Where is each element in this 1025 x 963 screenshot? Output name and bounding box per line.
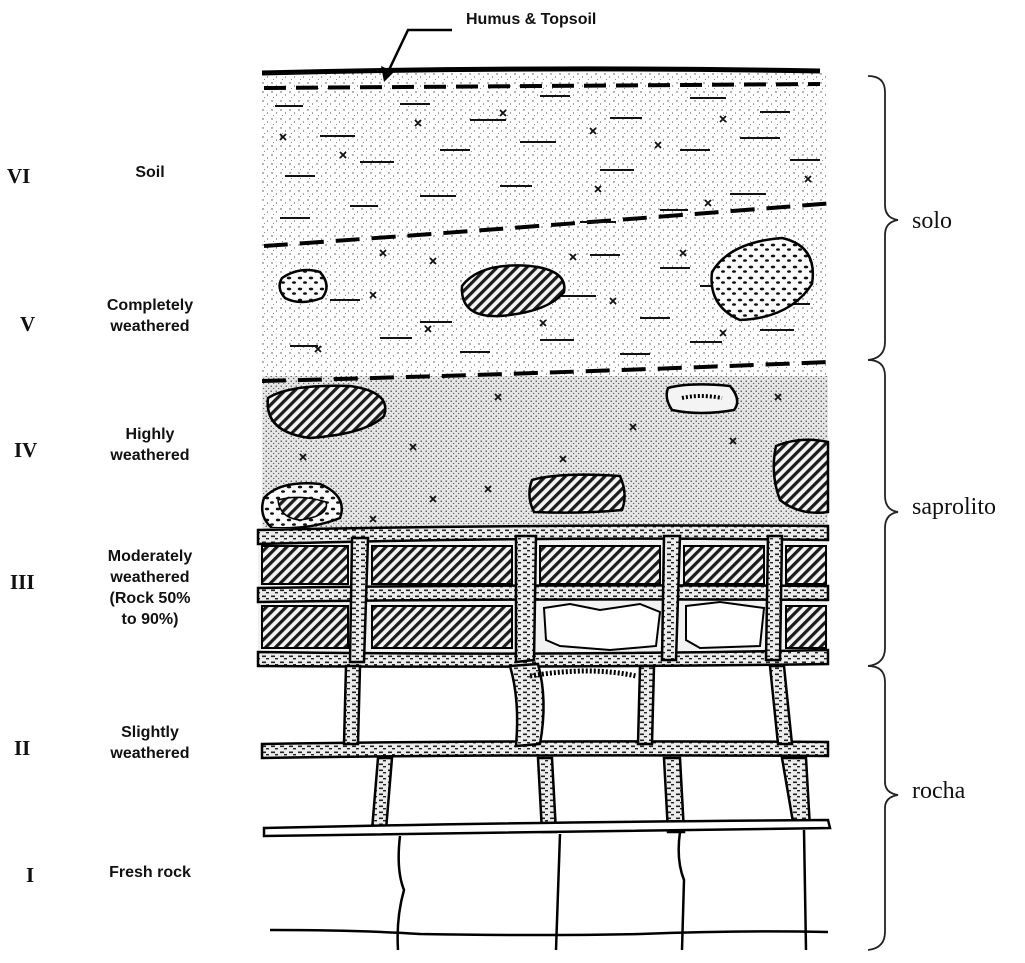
brace-solo [868,76,898,360]
fresh-rock-fractures [270,830,828,950]
grade-roman-v: V [20,312,35,337]
grade-desc-vi: Soil [100,162,200,183]
grade-desc-ii: Slightly weathered [80,722,220,764]
grade-roman-vi: VI [7,164,30,189]
zone-braces [868,76,898,950]
grade-roman-ii: II [14,736,30,761]
grade-desc-v: Completely weathered [80,295,220,337]
zone-label-rocha: rocha [912,778,965,805]
grade-roman-iv: IV [14,438,37,463]
humus-topsoil-label: Humus & Topsoil [466,11,596,28]
grade-roman-iii: III [10,570,35,595]
brace-rocha [868,666,898,950]
soil-zone-fill [262,72,828,376]
brace-saprolito [868,360,898,666]
slightly-weathered-joints [262,664,828,832]
zone-label-saprolito: saprolito [912,494,996,521]
zone-label-solo: solo [912,208,952,235]
grade-desc-iv: Highly weathered [80,424,220,466]
grade-roman-i: I [26,863,34,888]
fresh-rock-top-joint [264,820,830,836]
grade-desc-iii: Moderately weathered (Rock 50% to 90%) [80,546,220,630]
grade-desc-i: Fresh rock [80,862,220,883]
